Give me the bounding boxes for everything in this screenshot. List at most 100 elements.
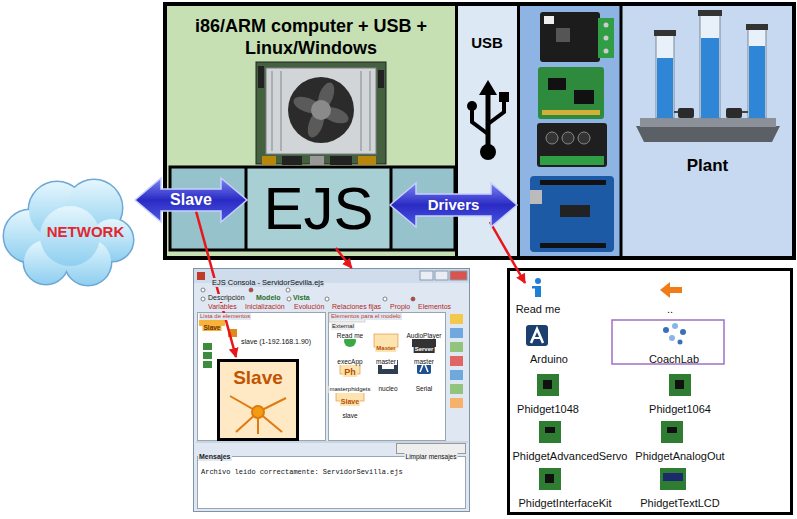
console-window — [198, 313, 326, 441]
label-anchor: Mensajes — [198, 445, 232, 463]
interface-boards — [574, 90, 594, 104]
label-anchor: AudioPlayer — [405, 324, 442, 342]
driver-list-panel — [663, 473, 683, 481]
usb-symbol — [467, 80, 509, 160]
console-window — [197, 272, 205, 280]
interface-boards — [604, 36, 609, 41]
label-anchor: slave — [341, 404, 358, 422]
computer-board-picture — [330, 156, 352, 165]
screen-label: Ph — [343, 367, 357, 377]
label-anchor: Modelo — [255, 286, 282, 304]
console-window — [198, 457, 466, 509]
screen-label: Vista — [292, 294, 311, 302]
screen-label: Elementos — [417, 303, 452, 311]
driver-list-panel — [509, 270, 792, 514]
screen-label: External — [331, 323, 355, 330]
screen-label: slave (1-192.168.1.90) — [240, 338, 312, 346]
label-anchor: Propio — [389, 295, 411, 313]
screen-label: Evolución — [293, 303, 325, 311]
console-window — [249, 288, 253, 292]
console-window — [194, 269, 470, 512]
cloud-fill — [4, 180, 133, 285]
driver-list-panel — [661, 421, 683, 443]
ejs-frame — [245, 167, 248, 250]
screen-label: AudioPlayer — [405, 332, 442, 339]
label-anchor: masterphidgets — [328, 377, 371, 395]
driver-list-panel — [675, 380, 684, 389]
computer-board-picture — [310, 156, 324, 165]
label-anchor: Serial — [415, 377, 434, 395]
driver-name: Phidget1048 — [517, 403, 579, 416]
text-slot: NETWORK — [36, 223, 135, 241]
console-window — [435, 271, 448, 280]
screen-label: Relaciones fijas — [331, 303, 382, 311]
ejs-frame — [390, 167, 393, 250]
driver-list-panel — [545, 474, 554, 483]
interface-boards — [540, 156, 604, 165]
tank-plant-picture — [636, 10, 780, 142]
screen-label: nucleo — [377, 385, 398, 392]
driver-name: .. — [667, 303, 673, 316]
interface-boards — [530, 190, 542, 204]
screen-label: Server — [414, 346, 435, 353]
label-anchor: execApp — [336, 350, 363, 368]
driver-list-panel — [543, 380, 552, 389]
interface-boards — [540, 243, 606, 248]
text-slot: PhidgetAnalogOut — [615, 446, 745, 464]
console-window — [196, 442, 468, 443]
node-text: Plant — [687, 156, 729, 176]
screen-label: Inicialización — [244, 303, 286, 311]
screen-label: execApp — [336, 358, 363, 365]
console-window — [382, 365, 394, 369]
screen-label: Variables — [207, 303, 238, 311]
driver-name: Arduino — [530, 353, 568, 366]
text-slot: Read me — [473, 299, 603, 317]
label-anchor: Vista — [292, 286, 311, 304]
tank-plant-picture — [746, 24, 768, 30]
driver-list-panel — [533, 337, 541, 339]
usb-symbol — [467, 101, 477, 111]
interface-boards — [540, 180, 606, 185]
computer-board-picture — [262, 156, 276, 165]
node-text: Slave — [233, 367, 283, 390]
interface-boards — [578, 132, 590, 144]
block-arrow — [390, 183, 517, 227]
text-slot: Slave — [218, 367, 298, 390]
computer-board-picture — [369, 71, 371, 151]
usb-symbol — [472, 110, 488, 134]
tank-plant-picture — [636, 126, 780, 142]
driver-list-panel — [526, 325, 548, 346]
leader-line — [490, 222, 525, 283]
driver-list-panel — [672, 323, 678, 329]
console-window — [201, 288, 205, 292]
block-arrow — [135, 178, 247, 222]
screen-label: Lista de elementos — [199, 313, 251, 320]
tank-plant-picture — [678, 108, 694, 118]
interface-boards — [562, 132, 574, 144]
screen-label: Mensajes — [198, 453, 232, 461]
plant-column: Plant — [622, 6, 793, 257]
interface-boards — [544, 16, 554, 24]
tank-plant-picture — [742, 111, 748, 113]
console-window — [450, 356, 463, 366]
driver-list-panel — [669, 335, 675, 341]
node-text: USB — [471, 34, 503, 52]
computer-board-picture — [288, 77, 354, 143]
text-slot: Arduino — [484, 349, 614, 367]
driver-list-panel — [680, 329, 686, 335]
driver-list: Read me..ArduinoCoachLabPhidget1048Phidg… — [507, 268, 792, 515]
driver-list-panel — [531, 329, 543, 343]
interface-boards — [598, 18, 614, 58]
driver-list-panel — [535, 278, 541, 284]
screen-label: slave — [341, 412, 358, 419]
label-anchor: Master — [375, 336, 396, 354]
screen-label: Master — [375, 345, 396, 352]
console-window — [383, 297, 387, 301]
computer-board-picture — [311, 100, 331, 120]
text-slot: .. — [605, 299, 735, 317]
usb-symbol — [499, 92, 509, 102]
text-slot: PhidgetAdvancedServo — [505, 446, 635, 464]
console-window — [450, 398, 463, 408]
label-anchor: Descripción — [207, 286, 246, 304]
